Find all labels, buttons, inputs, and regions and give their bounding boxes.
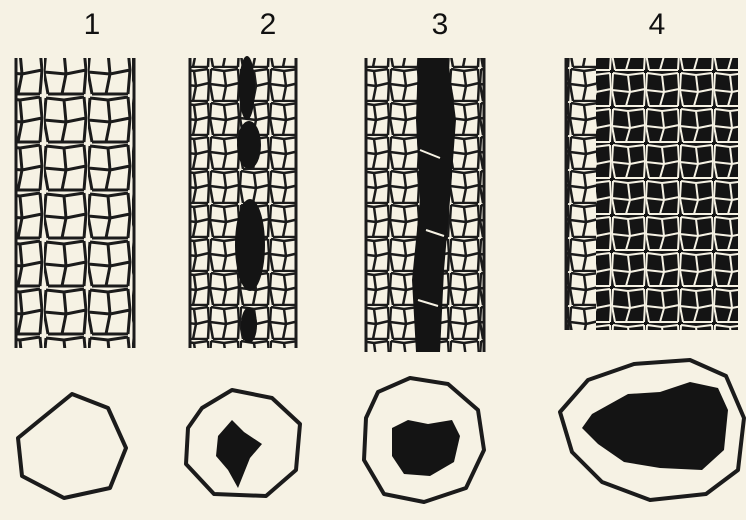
panel-4-cell — [560, 360, 744, 500]
panel-1-strip — [16, 58, 134, 348]
panel-4-strip — [566, 58, 738, 330]
panel-3-strip — [366, 58, 484, 352]
panel-3-cell — [364, 378, 484, 502]
panel-2-strip — [190, 56, 296, 348]
panel-1-cell — [18, 394, 126, 498]
panel-2-cell — [186, 390, 300, 496]
